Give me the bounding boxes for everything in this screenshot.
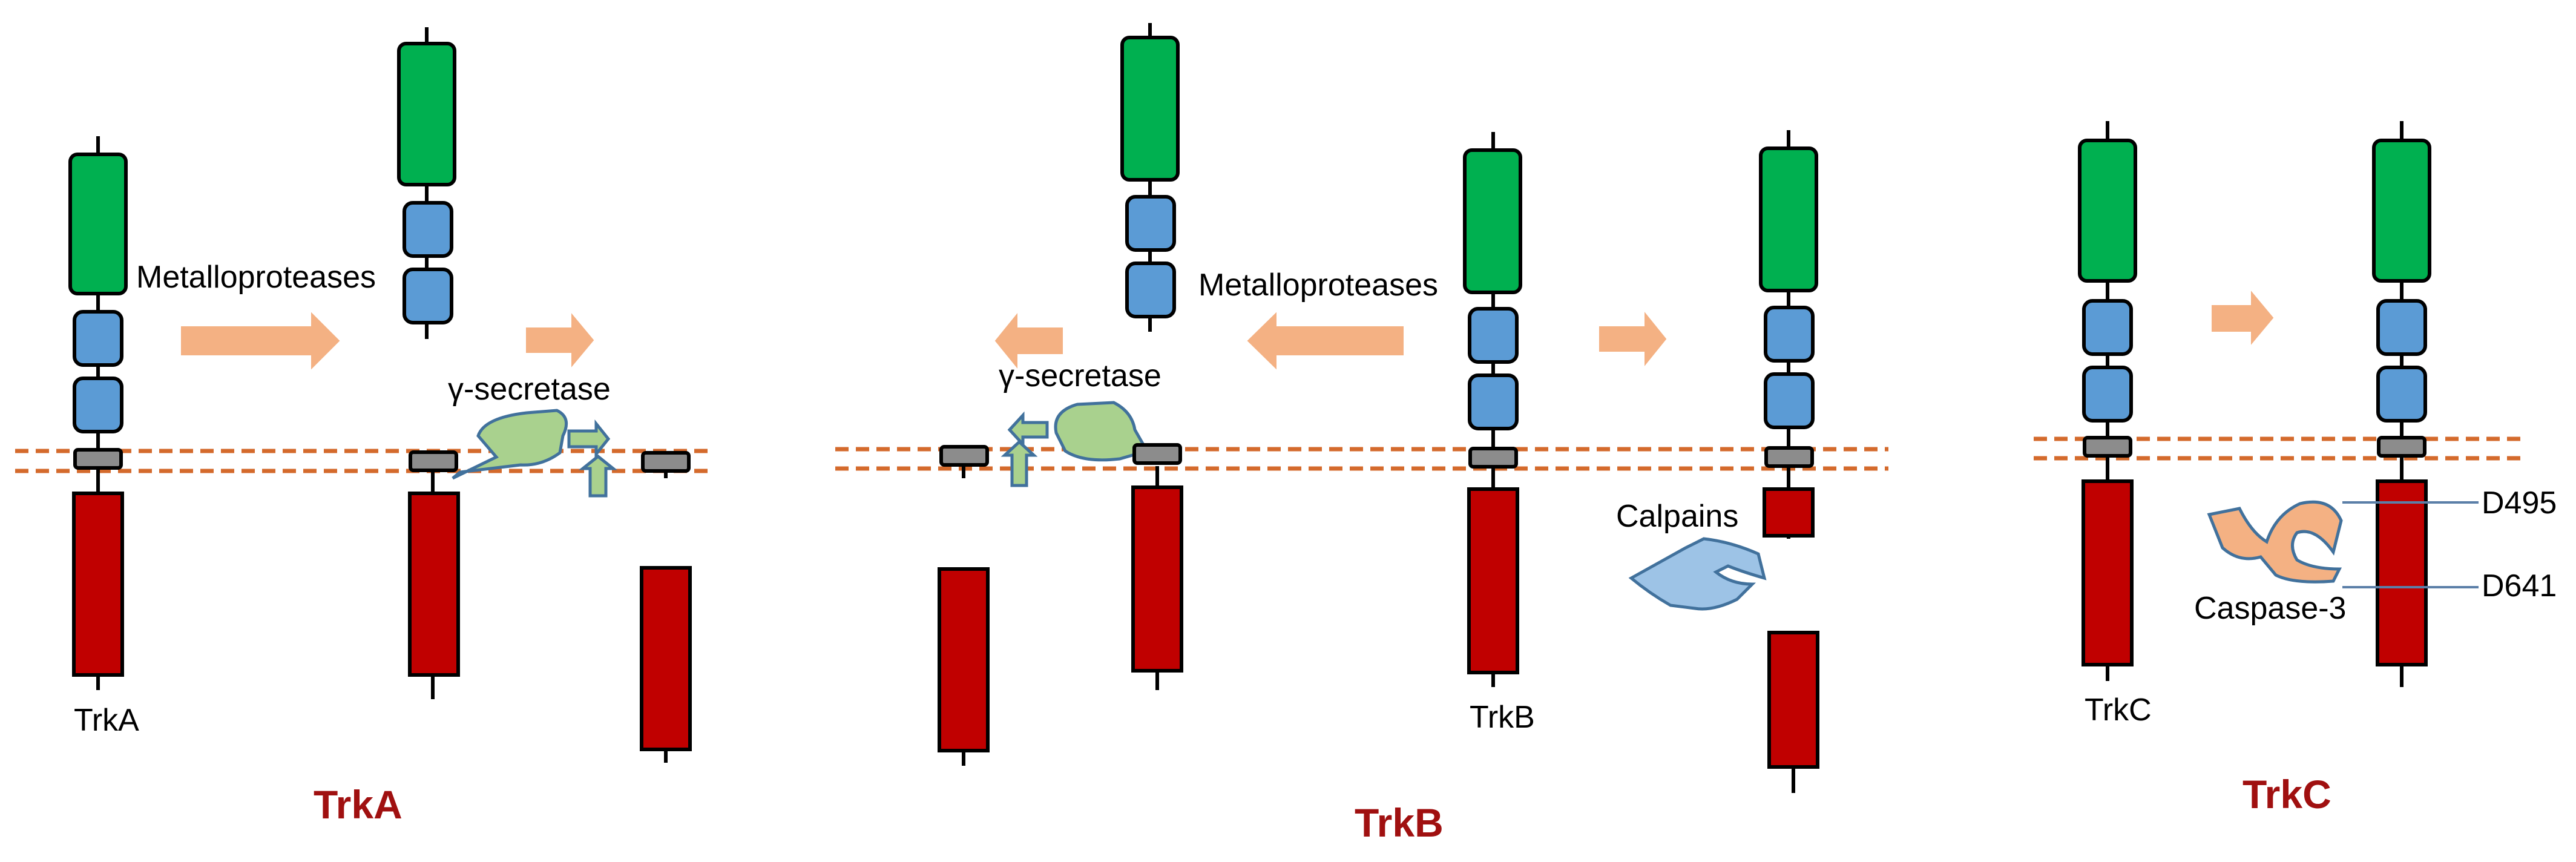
trkb-panel: γ-secretase Metalloproteases TrkB [938, 23, 1819, 845]
kinase-domain [408, 492, 460, 677]
trka-arrow-right-2 [526, 313, 594, 367]
trkb-arrow-left-1 [994, 313, 1063, 369]
ig-domain [1468, 373, 1519, 430]
ig-domain [1125, 195, 1176, 252]
transmembrane-domain [1132, 443, 1182, 465]
trkc-caspase-receptor [2372, 121, 2431, 687]
trkb-title: TrkB [1355, 800, 1444, 845]
trka-full-receptor [68, 136, 128, 690]
trkc-panel: TrkC D495 D641 Caspase-3 TrkC [2078, 121, 2557, 817]
calpain-shape [1628, 537, 1767, 611]
trkb-protease-label: Metalloproteases [1198, 268, 1438, 303]
ig-domain [1764, 372, 1815, 429]
ig-domain [73, 377, 123, 433]
trkc-full-receptor [2078, 121, 2137, 681]
transmembrane-domain [939, 445, 989, 467]
trkb-receptor-label: TrkB [1470, 700, 1535, 735]
trkb-calpain-label: Calpains [1616, 499, 1738, 534]
trka-ctf [408, 450, 460, 699]
extracellular-domain [2372, 139, 2431, 283]
trkc-title: TrkC [2242, 772, 2331, 817]
ig-domain [2376, 366, 2427, 423]
caspase-3-label: Caspase-3 [2194, 591, 2346, 626]
kinase-domain [2376, 479, 2428, 666]
trkb-shed-ectodomain [1120, 23, 1180, 332]
trkb-ctf [1131, 443, 1183, 690]
transmembrane-domain [1764, 446, 1814, 468]
trka-shed-ectodomain [397, 27, 456, 339]
d641-label: D641 [2482, 568, 2557, 604]
trka-protease-label: Metalloproteases [136, 260, 376, 295]
extracellular-domain [1759, 146, 1818, 292]
trkb-secretase-label: γ-secretase [999, 358, 1162, 393]
ig-domain [402, 268, 453, 324]
trka-secretase-label: γ-secretase [448, 372, 611, 407]
transmembrane-domain [409, 450, 458, 472]
ig-domain [2376, 299, 2427, 356]
transmembrane-domain [1468, 447, 1518, 469]
ig-domain [1764, 306, 1815, 363]
kinase-domain [640, 566, 692, 751]
kinase-domain [1131, 485, 1183, 673]
kinase-domain [938, 567, 990, 752]
gamma-secretase-arrows [1000, 411, 1049, 487]
kinase-domain [1767, 631, 1819, 769]
transmembrane-domain [73, 448, 123, 470]
gamma-secretase-shape [1054, 401, 1149, 462]
trka-receptor-label: TrkA [74, 703, 139, 738]
trka-icd [640, 451, 692, 763]
transmembrane-domain [641, 451, 691, 473]
trkb-arrow-right [1599, 312, 1667, 366]
trkb-full-receptor [1463, 132, 1522, 687]
trkc-receptor-label: TrkC [2085, 693, 2152, 728]
extracellular-domain [68, 153, 128, 295]
d495-label: D495 [2482, 485, 2557, 521]
gamma-secretase-arrows [567, 419, 618, 498]
extracellular-domain [397, 42, 456, 186]
trkb-icd [938, 445, 990, 766]
trkb-arrow-left-2 [1247, 312, 1404, 370]
transmembrane-domain [2377, 436, 2426, 458]
ig-domain [2082, 366, 2133, 423]
extracellular-domain [1120, 36, 1180, 182]
trka-arrow-right-1 [181, 312, 340, 370]
ig-domain [1468, 307, 1519, 364]
ig-domain [73, 310, 123, 367]
kinase-domain-fragment [1763, 487, 1815, 538]
ig-domain [2082, 299, 2133, 356]
trka-title: TrkA [314, 782, 402, 827]
kinase-domain [2082, 479, 2134, 666]
caspase-3-shape [2207, 500, 2343, 584]
membranes [15, 436, 2527, 473]
trkc-arrow-right [2212, 291, 2274, 345]
kinase-domain [72, 492, 124, 677]
trka-panel: TrkA Metalloproteases γ-secretase [68, 27, 692, 827]
ig-domain [402, 201, 453, 258]
ig-domain [1125, 262, 1176, 318]
kinase-domain [1467, 487, 1519, 674]
gamma-secretase-shape [452, 409, 568, 480]
extracellular-domain [2078, 139, 2137, 283]
transmembrane-domain [2083, 436, 2132, 458]
trkb-calpain-cleaved [1759, 130, 1819, 793]
extracellular-domain [1463, 148, 1522, 294]
